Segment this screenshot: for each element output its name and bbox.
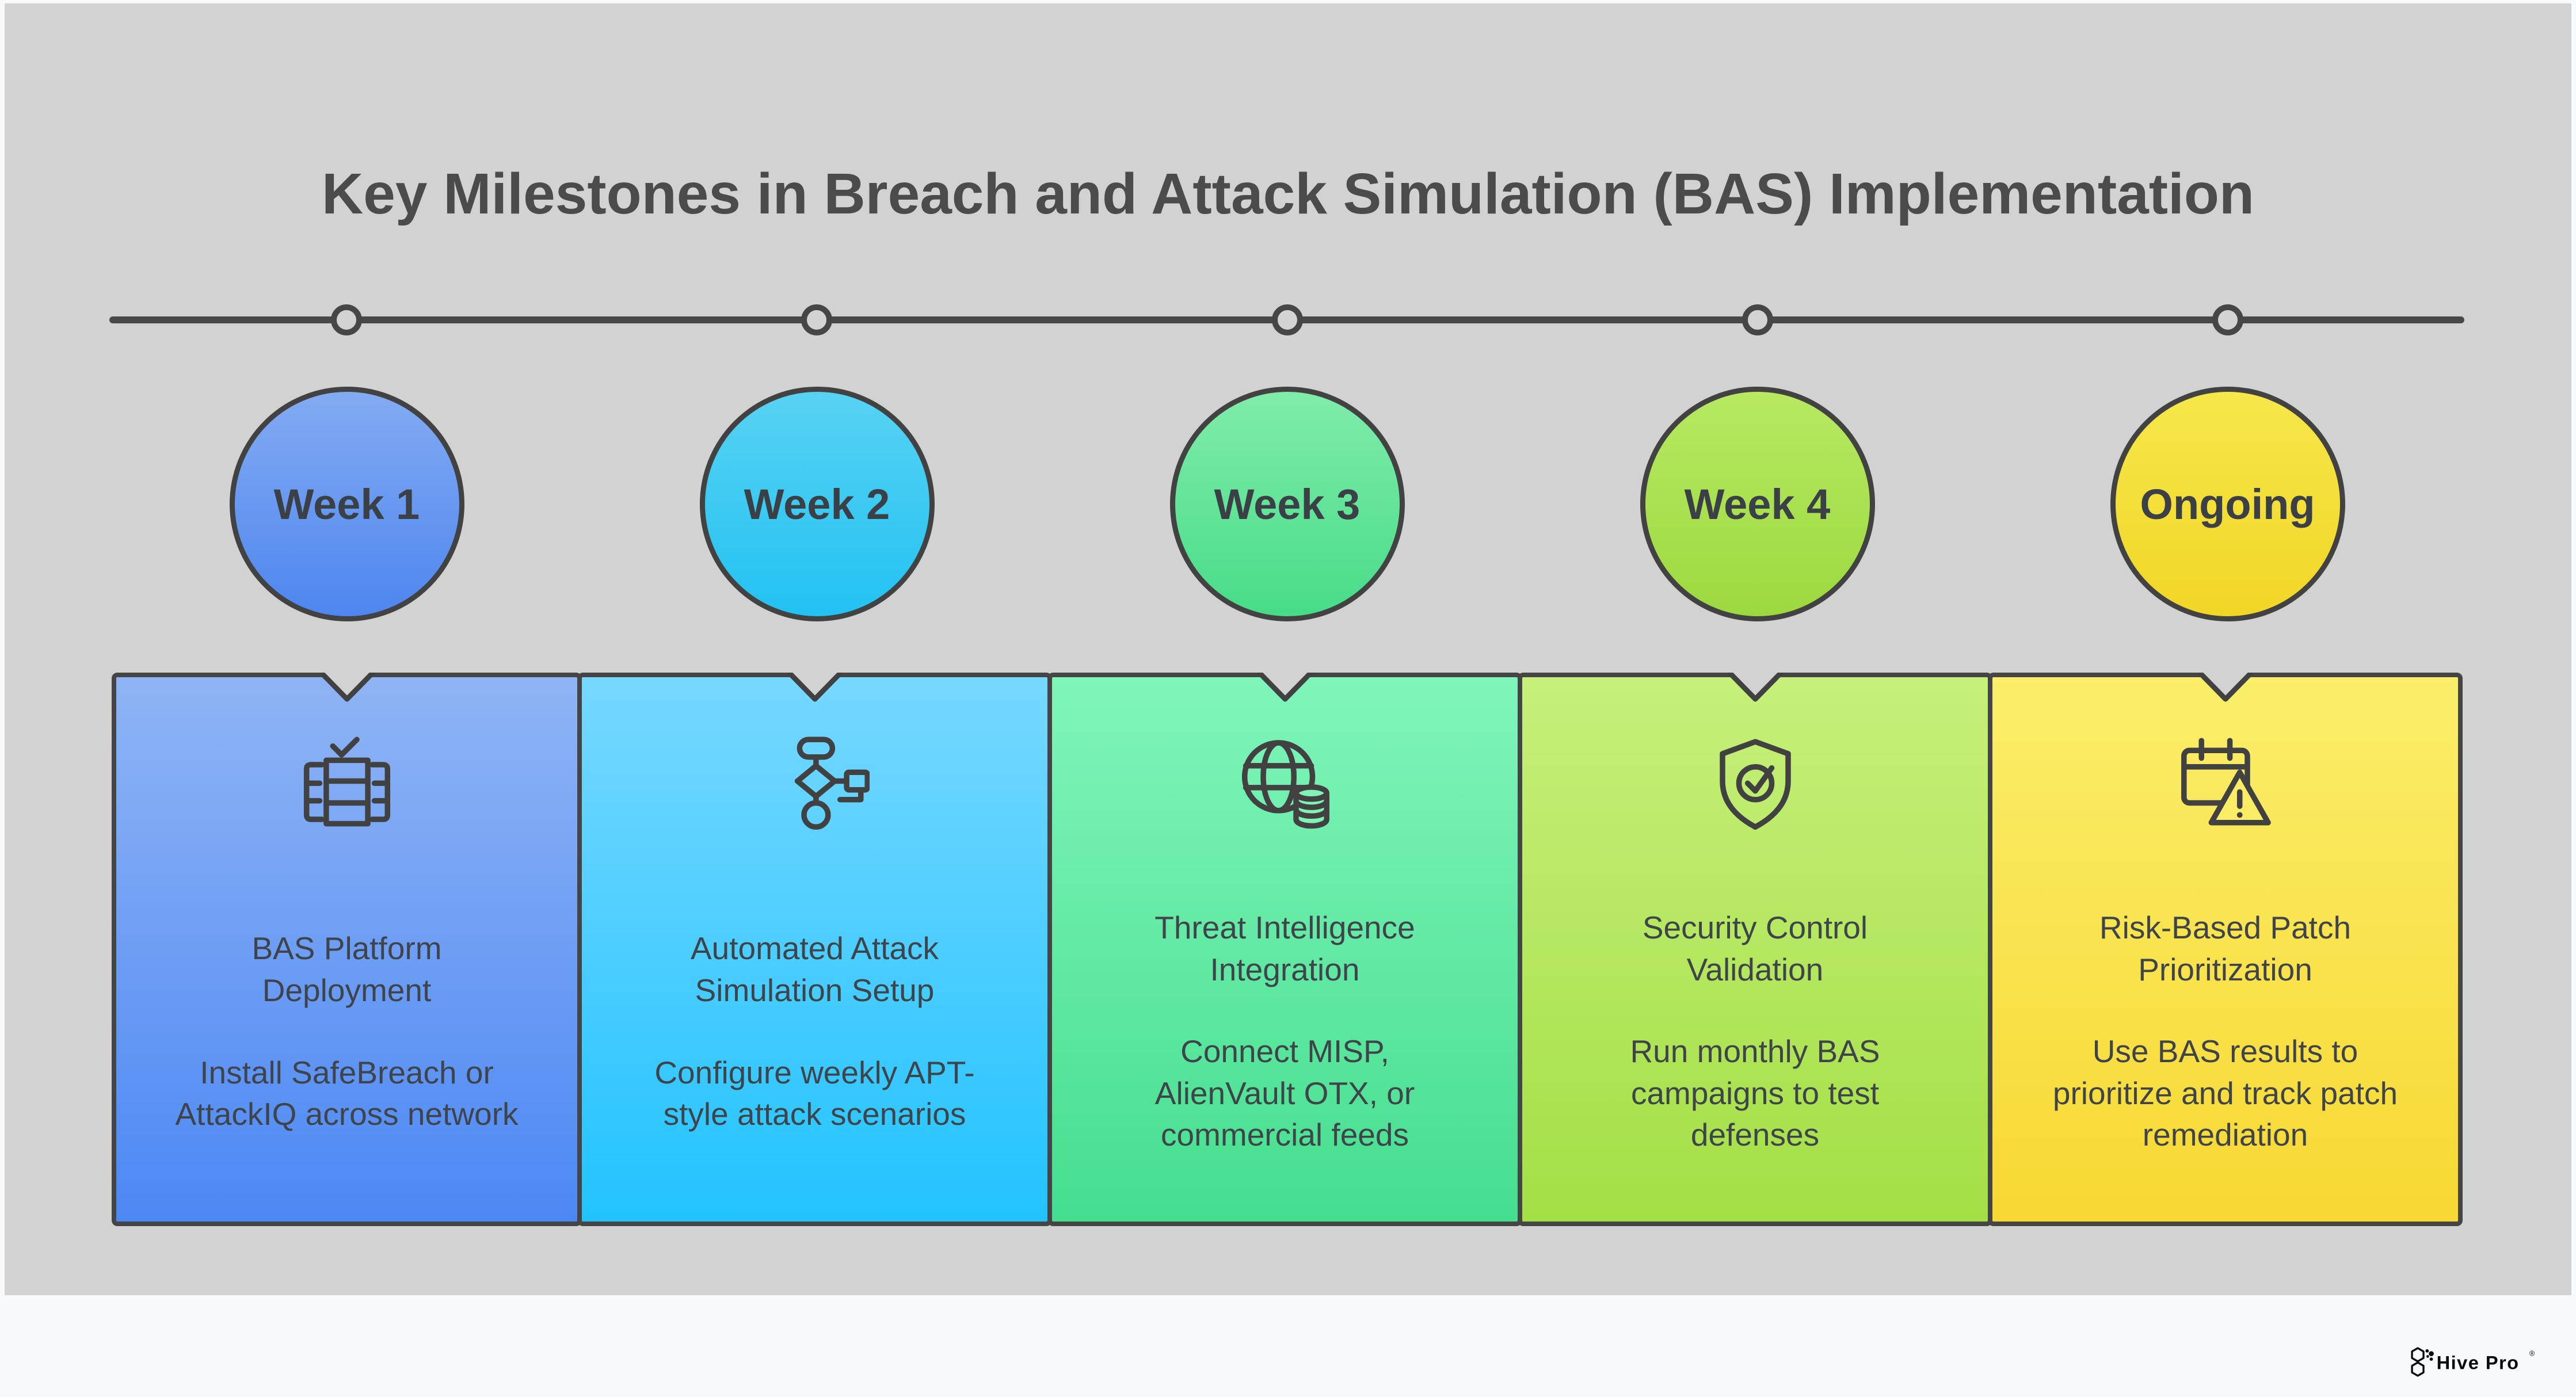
card-text: Security Control Validation Run monthly … xyxy=(1550,841,1960,1222)
milestone-card: BAS Platform Deployment Install SafeBrea… xyxy=(112,673,582,1226)
shield-check-icon xyxy=(1719,739,1791,830)
milestone-label: Week 4 xyxy=(1684,480,1831,528)
card-text: BAS Platform Deployment Install SafeBrea… xyxy=(144,841,550,1222)
card-text: Threat Intelligence Integration Connect … xyxy=(1080,841,1490,1222)
timeline-marker-week1 xyxy=(331,304,362,335)
milestone-circle: Ongoing xyxy=(2110,387,2345,621)
card-description: Connect MISP, AlienVault OTX, or commerc… xyxy=(1154,1033,1415,1153)
milestone-column-ongoing: Ongoing Risk-Based Patch Prioritization … xyxy=(1988,387,2463,1226)
page-title: Key Milestones in Breach and Attack Simu… xyxy=(321,162,2254,226)
hexagon-dots xyxy=(2425,1349,2434,1361)
card-description: Install SafeBreach or AttackIQ across ne… xyxy=(175,1054,519,1132)
card-text: Automated Attack Simulation Setup Config… xyxy=(609,841,1020,1222)
milestone-label: Week 2 xyxy=(744,480,890,528)
milestone-card: Automated Attack Simulation Setup Config… xyxy=(577,673,1052,1226)
registered-mark: ® xyxy=(2529,1349,2535,1357)
card-description: Configure weekly APT-style attack scenar… xyxy=(654,1054,975,1132)
milestone-circle: Week 1 xyxy=(229,387,464,621)
server-check-icon xyxy=(303,736,390,827)
card-title: BAS Platform Deployment xyxy=(251,930,442,1008)
card-text: Risk-Based Patch Prioritization Use BAS … xyxy=(2020,841,2430,1222)
milestone-column-week1: Week 1 BAS Platform Deployment Install S xyxy=(112,387,582,1226)
card-description: Use BAS results to prioritize and track … xyxy=(2052,1033,2398,1153)
card-notch xyxy=(2197,673,2253,702)
milestone-column-week3: Week 3 Threat Intelligence Integration C… xyxy=(1047,387,1522,1226)
milestone-columns: Week 1 BAS Platform Deployment Install S xyxy=(112,387,2463,1226)
brand-text: Hive Pro xyxy=(2437,1352,2520,1373)
timeline-marker-week2 xyxy=(801,304,832,335)
milestone-label: Week 1 xyxy=(273,480,420,528)
milestone-label: Week 3 xyxy=(1214,480,1361,528)
timeline-marker-week4 xyxy=(1742,304,1773,335)
timeline-marker-week3 xyxy=(1272,304,1303,335)
milestone-card: Threat Intelligence Integration Connect … xyxy=(1047,673,1522,1226)
globe-database-icon xyxy=(1241,740,1329,829)
hive-pro-logo: Hive Pro ® xyxy=(2411,1347,2535,1377)
flowchart-icon xyxy=(794,736,870,830)
card-title: Security Control Validation xyxy=(1642,910,1868,987)
card-title: Automated Attack Simulation Setup xyxy=(690,930,939,1008)
card-description: Run monthly BAS campaigns to test defens… xyxy=(1630,1033,1880,1153)
milestone-card: Risk-Based Patch Prioritization Use BAS … xyxy=(1988,673,2463,1226)
hexagon-icon xyxy=(2411,1347,2425,1377)
card-notch xyxy=(1257,673,1313,702)
milestone-circle: Week 3 xyxy=(1169,387,1405,621)
card-notch xyxy=(319,673,375,702)
timeline-marker-ongoing xyxy=(2212,304,2243,335)
milestone-label: Ongoing xyxy=(2140,480,2315,528)
milestone-column-week2: Week 2 Automated Attack Simulation Setup… xyxy=(577,387,1052,1226)
milestone-circle: Week 2 xyxy=(699,387,935,621)
milestone-card: Security Control Validation Run monthly … xyxy=(1518,673,1992,1226)
card-title: Threat Intelligence Integration xyxy=(1154,910,1415,987)
card-notch xyxy=(787,673,843,702)
calendar-alert-icon xyxy=(2181,738,2271,826)
milestone-column-week4: Week 4 Security Control Validation Run m… xyxy=(1518,387,1992,1226)
milestone-circle: Week 4 xyxy=(1640,387,1875,621)
card-notch xyxy=(1727,673,1783,702)
card-title: Risk-Based Patch Prioritization xyxy=(2099,910,2352,987)
